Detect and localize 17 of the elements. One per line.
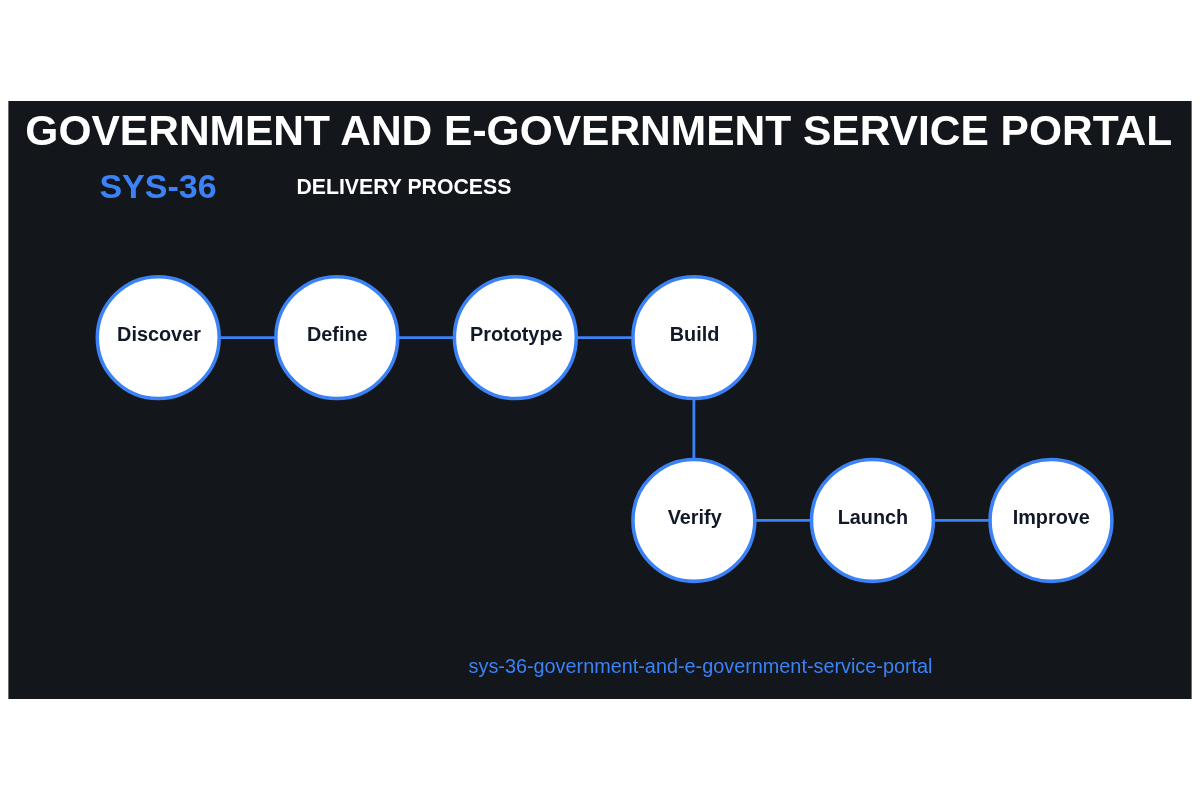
label: SYS-36 <box>99 166 217 205</box>
connector <box>576 336 633 340</box>
node-circle: Verify <box>631 457 757 584</box>
node-circle: Define <box>274 274 400 401</box>
node-circle: Improve <box>988 457 1114 584</box>
connector <box>398 336 454 340</box>
diagram-title: GOVERNMENT AND E-GOVERNMENT SERVICE PORTAL <box>25 106 1173 154</box>
node-circle: Build <box>631 274 757 401</box>
connector <box>933 519 990 522</box>
label: DELIVERY PROCESS <box>296 174 512 199</box>
connector <box>755 519 812 522</box>
node-circle: Discover <box>95 274 221 401</box>
node-circle: Prototype <box>452 274 579 401</box>
label: sys-36-government-and-e-government-service-portal <box>468 655 933 678</box>
connector <box>692 399 696 460</box>
node-circle: Launch <box>809 457 936 584</box>
connector <box>219 336 276 340</box>
